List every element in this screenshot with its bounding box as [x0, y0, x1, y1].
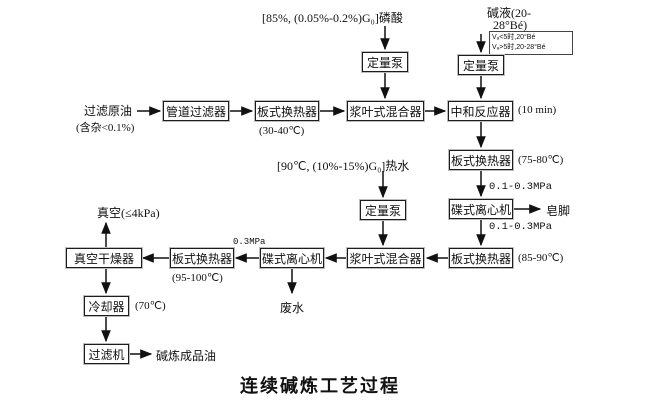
node-plate-heat-exchanger-2: 板式换热器 [448, 149, 514, 171]
node-metering-pump-water: 定量泵 [359, 199, 407, 221]
hx4-temperature-label: (95-100℃) [172, 272, 223, 284]
pressure-label-1: 0.1-0.3MPa [489, 181, 553, 193]
hx3-temperature-label: (85-90℃) [518, 252, 564, 264]
pressure-label-3: 0.3MPa [233, 237, 266, 247]
node-disc-centrifuge-1: 碟式离心机 [448, 198, 514, 220]
pressure-label-2: 0.1-0.3MPa [489, 221, 553, 233]
node-neutralization-reactor: 中和反应器 [447, 100, 514, 122]
wastewater-label: 废水 [280, 301, 305, 315]
crude-oil-label: 过滤原油 [84, 104, 133, 118]
reactor-time-label: (10 min) [518, 104, 557, 116]
alkali-concentration-note: Vₐ<5时,20°Bé Vₐ>5时,20-28°Bé [489, 31, 573, 55]
diagram-title: 连续碱炼工艺过程 [240, 376, 400, 396]
hx2-temperature-label: (75-80℃) [518, 154, 564, 166]
node-plate-heat-exchanger-1: 板式换热器 [254, 100, 320, 122]
node-vacuum-dryer: 真空干燥器 [65, 247, 143, 269]
cooler-temperature-label: (70℃) [135, 300, 166, 312]
node-paddle-mixer-1: 浆叶式混合器 [346, 100, 425, 122]
node-plate-heat-exchanger-4: 板式换热器 [169, 247, 235, 269]
node-metering-pump-alkali: 定量泵 [457, 54, 505, 76]
node-metering-pump-acid: 定量泵 [361, 51, 409, 73]
refined-oil-label: 碱炼成品油 [156, 349, 217, 363]
vacuum-label: 真空(≤4kPa) [97, 206, 160, 220]
hx1-temperature-label: (30-40℃) [259, 125, 305, 137]
alkali-note-line1: Vₐ<5时,20°Bé [492, 34, 536, 41]
alkali-note-line2: Vₐ>5时,20-28°Bé [492, 44, 546, 51]
node-plate-heat-exchanger-3: 板式换热器 [448, 247, 514, 269]
node-pipe-filter: 管道过滤器 [162, 100, 230, 122]
alkali-label-line1: 碱液(20- [487, 6, 531, 20]
phosphoric-acid-label: [85%, (0.05%-0.2%)G₀]磷酸 [262, 11, 403, 25]
node-paddle-mixer-2: 浆叶式混合器 [346, 247, 425, 269]
node-disc-centrifuge-2: 碟式离心机 [259, 247, 325, 269]
node-filter-machine: 过滤机 [83, 343, 130, 365]
alkali-label-line2: 28°Bé) [493, 18, 528, 32]
soapstock-label: 皂脚 [546, 204, 571, 218]
crude-oil-impurity-note: (含杂<0.1%) [76, 122, 135, 134]
node-cooler: 冷却器 [83, 295, 130, 317]
hot-water-label: [90℃, (10%-15%)G₀]热水 [277, 159, 410, 173]
